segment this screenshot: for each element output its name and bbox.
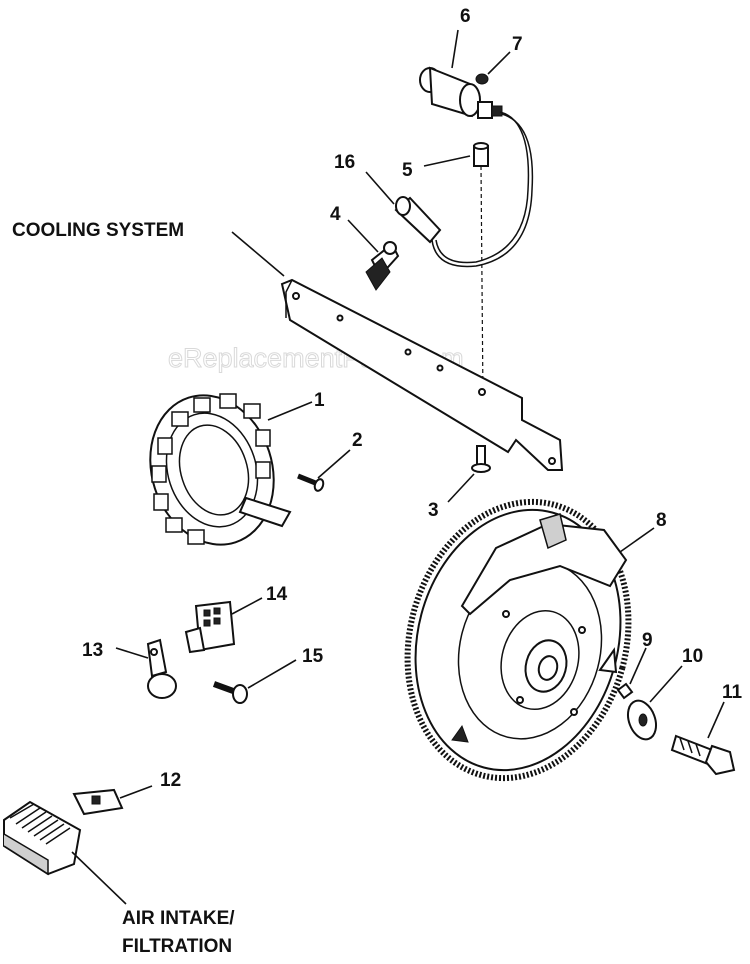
ignition-coil bbox=[419, 66, 503, 119]
flywheel-bolt bbox=[670, 734, 736, 776]
leader-3 bbox=[447, 473, 475, 503]
leader-1 bbox=[267, 401, 313, 421]
callout-2: 2 bbox=[352, 430, 363, 451]
callout-6: 6 bbox=[460, 6, 471, 27]
stator bbox=[149, 393, 292, 546]
label-air-intake-line1: AIR INTAKE/ bbox=[122, 908, 235, 929]
callout-9: 9 bbox=[642, 630, 653, 651]
leader-5 bbox=[423, 155, 471, 167]
flywheel bbox=[404, 498, 632, 782]
leader-16 bbox=[365, 171, 395, 205]
leader-13 bbox=[115, 647, 149, 659]
leader-9 bbox=[629, 647, 647, 685]
callout-11: 11 bbox=[722, 682, 743, 703]
spacer bbox=[473, 142, 489, 167]
callout-10: 10 bbox=[682, 646, 703, 667]
washer bbox=[626, 699, 658, 741]
callout-8: 8 bbox=[656, 510, 667, 531]
leader-cooling bbox=[231, 231, 285, 277]
leader-11 bbox=[707, 701, 725, 739]
spark-plug-boot bbox=[394, 196, 442, 244]
callout-14: 14 bbox=[266, 584, 288, 605]
leader-7 bbox=[487, 51, 511, 75]
ignition-lead-outer bbox=[431, 113, 534, 268]
callout-4: 4 bbox=[330, 204, 341, 225]
callout-12: 12 bbox=[160, 770, 181, 791]
leader-14 bbox=[231, 597, 263, 615]
leader-air-intake bbox=[71, 851, 127, 905]
callout-7: 7 bbox=[512, 34, 523, 55]
screw-2 bbox=[297, 473, 325, 492]
leader-15 bbox=[247, 659, 297, 689]
stud-line bbox=[480, 165, 484, 401]
screw-15 bbox=[212, 681, 248, 704]
rectifier-connector bbox=[184, 600, 236, 654]
coil-nut bbox=[475, 73, 489, 85]
label-air-intake-line2: FILTRATION bbox=[122, 936, 232, 957]
callout-16: 16 bbox=[334, 152, 355, 173]
cable-clip bbox=[146, 638, 177, 699]
regulator-plug bbox=[72, 788, 124, 816]
ignition-lead bbox=[435, 111, 530, 264]
leader-10 bbox=[649, 665, 683, 703]
leader-8 bbox=[619, 527, 655, 553]
leader-12 bbox=[119, 785, 153, 799]
callout-3: 3 bbox=[428, 500, 439, 521]
leader-2 bbox=[317, 449, 351, 479]
spark-plug bbox=[365, 241, 400, 291]
flywheel-key bbox=[616, 682, 634, 700]
leader-6 bbox=[451, 29, 459, 69]
rectifier-regulator bbox=[3, 800, 82, 876]
label-cooling-system: COOLING SYSTEM bbox=[12, 220, 184, 241]
callout-5: 5 bbox=[402, 160, 413, 181]
callout-15: 15 bbox=[302, 646, 324, 667]
callout-1: 1 bbox=[314, 390, 325, 411]
bracket bbox=[280, 278, 564, 471]
screw-3 bbox=[471, 445, 491, 473]
callout-13: 13 bbox=[82, 640, 103, 661]
leader-4 bbox=[347, 219, 379, 253]
